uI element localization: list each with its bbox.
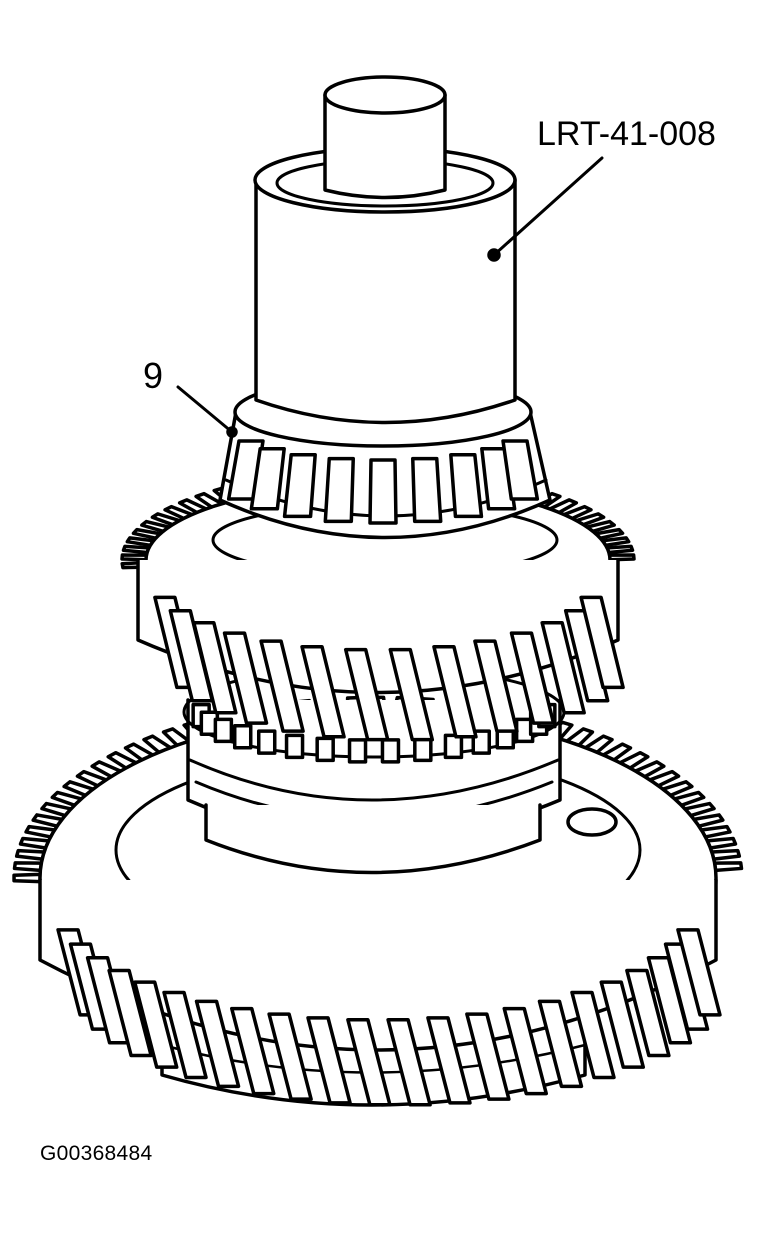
helical-tooth [540,621,586,715]
helical-tooth [570,990,616,1080]
bearing-leader-line [176,385,234,434]
gear-tooth [121,544,151,555]
figure-id: G00368484 [40,1142,153,1165]
helical-tooth [676,928,722,1017]
large-gear-face-teeth [56,928,722,1107]
helical-tooth [386,1018,432,1107]
gear-tooth [607,553,636,562]
helical-tooth [625,968,671,1058]
helical-tooth [343,647,390,742]
tool-callout-label: LRT-41-008 [537,115,716,153]
helical-tooth [426,1016,472,1105]
gear-tooth [14,848,46,861]
installer-tool [253,75,517,425]
helical-tooth [194,999,241,1089]
dog-tooth [347,738,368,764]
tapered-roller-bearing [218,376,552,540]
helical-tooth [346,1018,392,1107]
helical-tooth [162,990,208,1080]
roller [501,439,540,501]
dog-tooth [413,736,433,763]
helical-tooth [132,980,179,1069]
gear-tooth [712,861,744,873]
helical-tooth [222,631,269,725]
helical-tooth [306,1016,352,1105]
gear-tooth [12,872,42,884]
dog-tooth [232,724,253,750]
roller [323,456,355,524]
helical-tooth [267,1012,313,1101]
helical-tooth [473,639,519,733]
tool-leader-line [492,156,604,257]
gear-tooth [710,848,742,861]
helical-tooth [537,999,584,1089]
dog-tooth [284,733,305,760]
roller [368,458,398,525]
helical-tooth [509,631,556,725]
roller [282,453,317,519]
bearing-rollers [226,439,540,525]
helical-tooth [465,1012,511,1101]
helical-tooth [230,1006,276,1096]
dog-tooth [256,729,277,755]
gear-hole [566,807,618,837]
helical-tooth [388,647,435,742]
helical-tooth [579,595,625,690]
bearing-callout-label: 9 [143,355,163,396]
roller [449,453,484,519]
roller [249,447,286,511]
dog-tooth [443,733,464,760]
helical-tooth [259,639,305,733]
helical-tooth [192,621,238,715]
gear-tooth [12,861,44,873]
dog-tooth [315,736,335,763]
helical-tooth [646,956,693,1045]
helical-tooth [107,968,153,1058]
helical-tooth [599,980,646,1069]
upper-gear-face-teeth [153,595,625,742]
helical-tooth [563,608,610,703]
helical-tooth [432,645,478,739]
helical-tooth [502,1006,548,1096]
gear-tooth [120,553,149,562]
dog-tooth [213,717,234,744]
dog-tooth [380,738,401,764]
roller [411,456,443,524]
gear-tooth [605,544,635,555]
helical-tooth [300,645,346,739]
